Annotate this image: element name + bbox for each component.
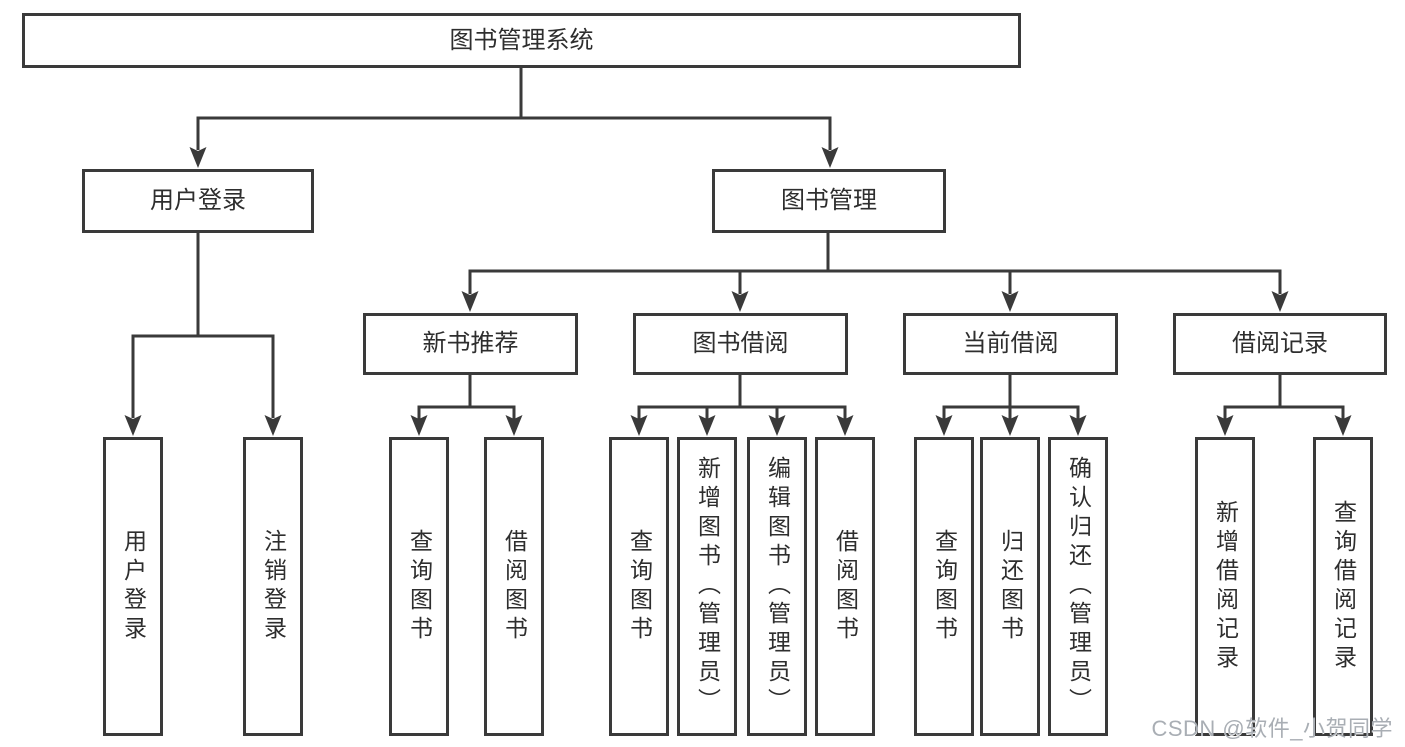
node-root-library-management-system: 图书管理系统 (22, 13, 1021, 68)
connector-new-book-recommendation-children (417, 374, 516, 420)
connector-borrowing-records-children (1223, 374, 1345, 420)
node-action-logout: 注销登录 (243, 437, 303, 736)
connector-user-login-children (131, 232, 275, 418)
node-action-query-books-borrowing: 查询图书 (609, 437, 669, 736)
connector-current-borrowing-children (942, 374, 1080, 420)
connector-book-borrowing-children (637, 374, 847, 420)
node-action-borrow-books: 借阅图书 (815, 437, 875, 736)
node-action-query-books-current: 查询图书 (914, 437, 974, 736)
node-action-borrow-books-recommend: 借阅图书 (484, 437, 544, 736)
node-action-user-login: 用户登录 (103, 437, 163, 736)
csdn-watermark: CSDN @软件_小贺同学 (1151, 716, 1393, 741)
node-action-return-books: 归还图书 (980, 437, 1040, 736)
node-action-add-books-admin: 新增图书（管理员） (677, 437, 737, 736)
node-new-book-recommendation: 新书推荐 (363, 313, 578, 375)
node-action-edit-books-admin: 编辑图书（管理员） (747, 437, 807, 736)
arrowheads-new-book-recommendation-children (410, 415, 523, 436)
node-action-confirm-return-admin: 确认归还（管理员） (1048, 437, 1108, 736)
node-book-borrowing: 图书借阅 (633, 313, 848, 375)
connector-root-to-level2 (196, 67, 832, 150)
connector-book-management-to-level3 (468, 232, 1282, 294)
node-current-borrowing: 当前借阅 (903, 313, 1118, 375)
node-action-query-books-recommend: 查询图书 (389, 437, 449, 736)
arrowheads-current-borrowing-children (935, 415, 1087, 436)
arrowheads-book-borrowing-children (630, 415, 854, 436)
node-borrowing-records: 借阅记录 (1173, 313, 1387, 375)
node-action-add-borrow-record: 新增借阅记录 (1195, 437, 1255, 736)
arrowheads-user-login-children (124, 415, 282, 436)
arrowheads-book-management-to-level3 (461, 291, 1289, 312)
arrowheads-root-to-level2 (189, 147, 839, 168)
node-user-login: 用户登录 (82, 169, 314, 233)
arrowheads-borrowing-records-children (1216, 415, 1352, 436)
node-book-management: 图书管理 (712, 169, 946, 233)
node-action-query-borrow-record: 查询借阅记录 (1313, 437, 1373, 736)
